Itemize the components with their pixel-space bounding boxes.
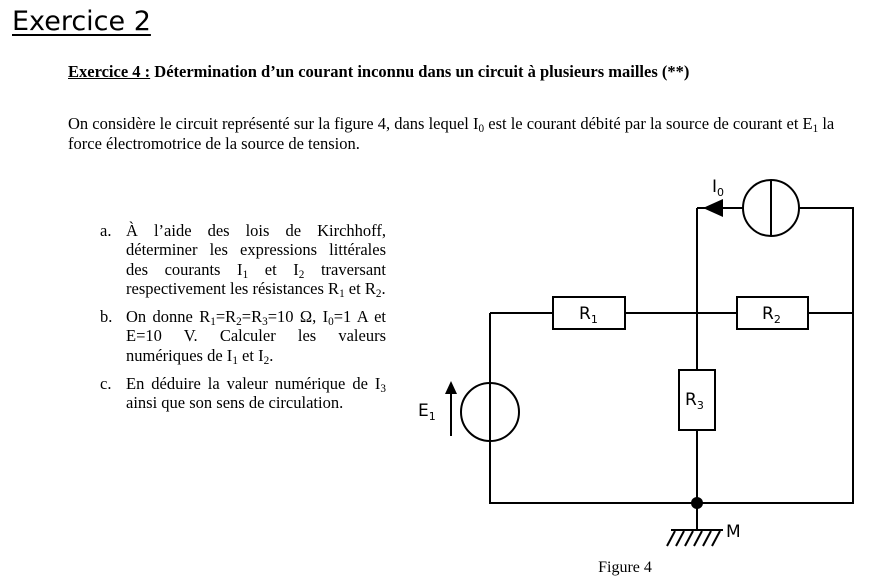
intro-text: On considère le circuit représenté sur l…: [68, 114, 479, 133]
intro-text: est le courant débité par la source de c…: [484, 114, 813, 133]
label-r1: R1: [579, 304, 598, 326]
question-text: En déduire la valeur numérique de I: [126, 374, 381, 394]
question-text: et R: [344, 278, 376, 298]
question-letter: b.: [100, 307, 113, 327]
question-sub: 0: [328, 315, 334, 328]
question-sub: 1: [242, 268, 249, 281]
question-c: c. En déduire la valeur numérique de I3 a…: [100, 374, 386, 413]
question-sub: 2: [375, 287, 382, 300]
label-r2: R2: [762, 304, 781, 326]
wire-source-right: [799, 207, 854, 313]
question-text: =1 A et E=10 V. Calculer les valeurs num…: [126, 307, 387, 365]
question-sub: 2: [263, 354, 270, 367]
question-letter: c.: [100, 374, 112, 394]
current-direction-arrow-icon: [703, 199, 723, 217]
e1-arrow-icon: [445, 381, 457, 394]
question-text: .: [269, 345, 274, 365]
circuit-diagram: I0 E1 R1 R2 R3 M: [418, 177, 854, 547]
exercise-label: Exercice 4 :: [68, 62, 151, 81]
label-ground-m: M: [726, 522, 741, 542]
question-b: b.On donne R1=R2=R3=10 Ω, I0=1 A et E=10…: [100, 307, 387, 367]
question-text: =10 Ω, I: [267, 307, 329, 327]
question-a: a. À l’aide des lois de Kirchhoff, déterm…: [100, 221, 386, 300]
question-text: et I: [248, 259, 299, 279]
question-text: traversant respectivement les résistance…: [126, 259, 386, 298]
question-letter: a.: [100, 221, 112, 240]
question-text: et I: [237, 345, 264, 365]
intro-text: la force électromotrice de la source de …: [68, 114, 835, 153]
question-sub: 2: [236, 315, 242, 328]
resistor-r2: [736, 296, 809, 330]
question-text: ainsi que son sens de circulation.: [126, 393, 344, 413]
question-sub: 1: [339, 287, 345, 300]
page-heading: Exercice 2: [12, 6, 151, 37]
intro-sub: 1: [812, 122, 819, 135]
label-e1: E1: [418, 401, 436, 423]
figure-caption: Figure 4: [598, 559, 652, 576]
intro-sub: 0: [478, 122, 485, 135]
wire-left-lower: [489, 313, 854, 504]
question-list: a. À l’aide des lois de Kirchhoff, déterm…: [100, 221, 386, 413]
exercise-title: Exercice 4 : Détermination d’un courant …: [68, 62, 689, 82]
question-sub: 3: [380, 382, 386, 395]
question-text: =R: [215, 307, 237, 327]
question-text: .: [381, 278, 386, 298]
ground-symbol-icon: [666, 529, 723, 547]
question-text: À l’aide des lois de Kirchhoff, détermin…: [126, 221, 386, 279]
question-sub: 2: [298, 268, 305, 281]
exercise-title-text: Détermination d’un courant inconnu dans …: [150, 62, 690, 81]
question-sub: 3: [262, 315, 268, 328]
question-text: On donne R: [126, 307, 211, 327]
label-r3: R3: [685, 390, 704, 412]
intro-paragraph: On considère le circuit représenté sur l…: [68, 114, 868, 154]
question-text: =R: [241, 307, 263, 327]
question-sub: 1: [232, 354, 238, 367]
label-i0: I0: [712, 177, 724, 199]
question-sub: 1: [210, 315, 216, 328]
node-junction: [691, 497, 703, 509]
resistor-r1: [552, 296, 626, 330]
resistor-r3: [678, 369, 716, 431]
